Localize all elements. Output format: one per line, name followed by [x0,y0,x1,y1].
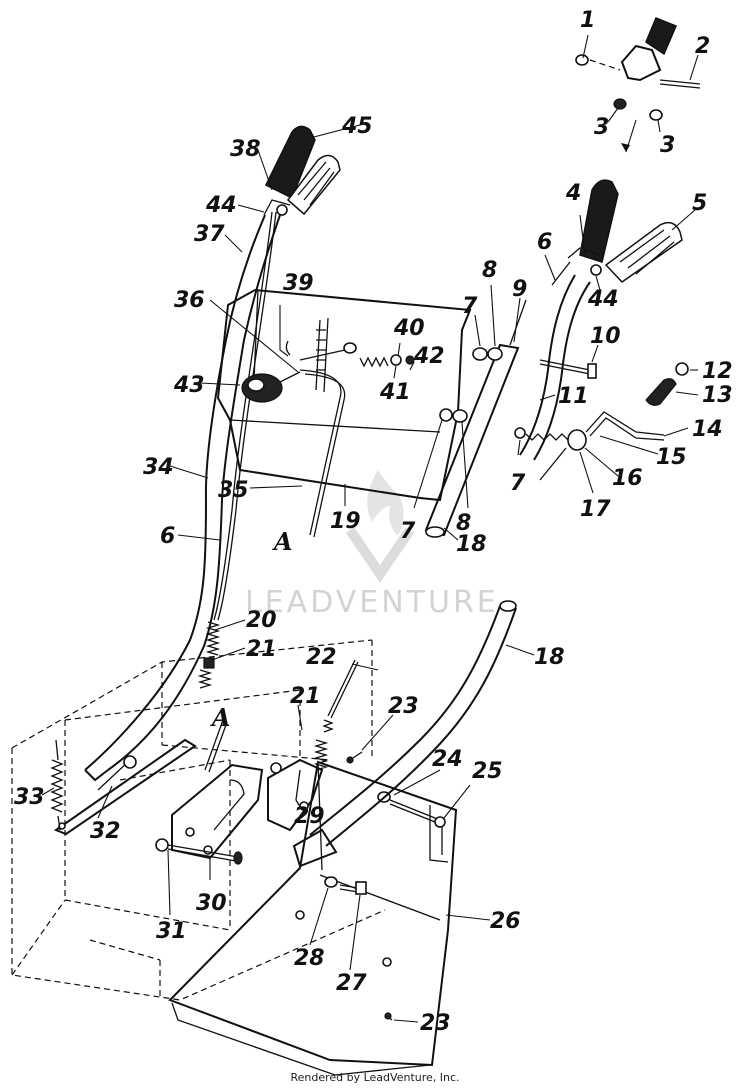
screw-bottom [384,1012,393,1021]
shift-console [216,288,472,502]
callout-23-top: 23 [388,694,419,719]
washers-lower [439,408,468,423]
callout-27: 27 [336,971,367,996]
callout-21-left: 21 [246,637,277,662]
callout-14: 14 [692,417,723,442]
callout-2: 2 [695,34,710,59]
callout-44-right: 44 [587,287,619,312]
cable-bracket [267,758,324,832]
callout-3-right: 3 [660,133,675,158]
callout-16: 16 [612,466,643,491]
callout-34: 34 [143,455,174,480]
rod-A [204,719,228,773]
cable-spring [295,659,359,811]
callout-5: 5 [692,191,707,216]
left-grips [263,125,341,216]
callout-29: 29 [294,804,325,829]
callout-7-right: 7 [510,471,526,496]
reference-A-upper: A [272,527,293,556]
callout-40: 40 [393,316,425,341]
footer-credit: Rendered by LeadVenture, Inc. [290,1071,460,1084]
callout-26: 26 [490,909,521,934]
crank-knob [645,362,689,406]
callout-7-lower: 7 [400,519,416,544]
screw-top [346,751,363,764]
crank-bolt [514,427,587,481]
callout-25: 25 [472,759,503,784]
control-rod [213,211,277,621]
callout-37: 37 [194,222,225,247]
pivot-link [53,738,197,836]
leadventure-watermark: LEADVENTURE [245,470,499,620]
handle-tube-lower [292,600,517,868]
callout-8-upper: 8 [482,258,497,283]
shift-rod-hardware [285,340,415,368]
base-plate [168,760,458,1076]
bolt [155,838,243,865]
callout-11: 11 [558,384,589,409]
right-grips [551,179,683,286]
callout-23-bottom: 23 [420,1011,451,1036]
spring [50,739,64,831]
callout-21-right: 21 [290,684,321,709]
callout-36: 36 [174,288,205,313]
callout-18-lower: 18 [534,645,565,670]
crank-rod [585,411,665,441]
shift-cable [299,369,346,538]
callout-30: 30 [196,891,227,916]
callout-18-upper: 18 [456,532,487,557]
callout-33: 33 [14,785,45,810]
callout-12: 12 [702,359,733,384]
callout-24: 24 [432,747,463,772]
inset-detail [575,17,701,153]
callout-42: 42 [413,344,445,369]
callout-44-left: 44 [205,193,237,218]
callout-19: 19 [330,509,361,534]
callout-39: 39 [283,271,314,296]
callout-17: 17 [580,497,611,522]
callout-labels: 1 2 3 3 4 5 6 44 8 9 7 10 11 12 13 14 15… [14,8,733,1036]
tension-spring [197,621,221,689]
right-upper-handle [519,274,591,461]
callout-41: 41 [379,380,411,405]
callout-9: 9 [512,277,527,302]
callout-7-upper: 7 [462,294,478,319]
leader-lines [41,34,699,1023]
upper-bolt [539,359,597,379]
callout-3-left: 3 [594,115,609,140]
callout-13: 13 [702,383,733,408]
watermark-text: LEADVENTURE [245,585,499,620]
callout-28: 28 [294,946,325,971]
callout-4: 4 [565,181,581,206]
callout-15: 15 [656,445,687,470]
callout-35: 35 [218,478,249,503]
callout-43: 43 [173,373,205,398]
callout-1: 1 [580,8,595,33]
callout-6-right: 6 [537,230,552,255]
bolt-spacer [377,791,446,828]
callout-10: 10 [590,324,621,349]
handle-tube-upper [424,299,527,538]
callout-20: 20 [246,608,277,633]
bracket [171,763,264,860]
bolt-washer [324,876,367,895]
shift-knob [241,371,301,403]
reference-A-lower: A [210,703,231,732]
callout-32: 32 [90,819,121,844]
washers-upper [472,347,503,361]
callout-22: 22 [306,645,337,670]
callout-38: 38 [230,137,261,162]
callout-31: 31 [156,919,187,944]
left-handle [84,214,281,782]
callout-45: 45 [341,114,373,139]
callout-6-left: 6 [160,524,175,549]
callout-8-lower: 8 [456,511,471,536]
